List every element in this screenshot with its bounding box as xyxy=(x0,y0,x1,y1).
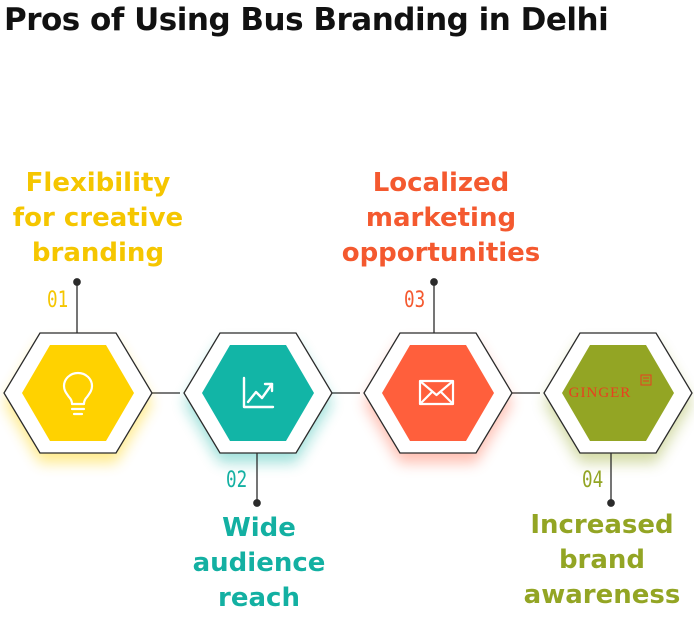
step-label-line: for creative xyxy=(12,203,184,233)
step-label-line: marketing xyxy=(365,203,517,233)
step-2-hexagon xyxy=(183,332,333,463)
step-1-hexagon xyxy=(3,332,153,463)
step-label-line: awareness xyxy=(523,580,681,610)
page-title: Pros of Using Bus Branding in Delhi xyxy=(4,2,609,38)
step-label-line: reach xyxy=(218,583,300,613)
leader-line-04 xyxy=(607,453,615,507)
leader-line-02 xyxy=(253,453,261,507)
step-label-02: Wide audience reach xyxy=(164,511,354,616)
step-number-02: 02 xyxy=(226,468,248,493)
ginger-logo: GINGER xyxy=(569,374,652,401)
step-label-01: Flexibility for creative branding xyxy=(0,166,196,271)
step-number-03: 03 xyxy=(404,288,426,313)
step-label-line: Increased xyxy=(530,510,674,540)
step-label-03: Localized marketing opportunities xyxy=(326,166,556,271)
step-number-04: 04 xyxy=(582,468,604,493)
step-3-hexagon xyxy=(363,332,513,463)
envelope-icon xyxy=(418,379,455,406)
step-number-01: 01 xyxy=(47,288,69,313)
leader-line-03 xyxy=(430,278,438,333)
step-label-line: opportunities xyxy=(341,238,541,268)
step-label-line: brand xyxy=(558,545,646,575)
leader-line-01 xyxy=(73,278,81,333)
step-label-line: audience xyxy=(192,548,326,578)
step-4-hexagon: GINGER xyxy=(543,332,693,463)
step-label-04: Increased brand awareness xyxy=(510,508,694,613)
chart-growth-icon xyxy=(242,376,275,409)
svg-text:GINGER: GINGER xyxy=(569,385,632,401)
step-label-line: Wide xyxy=(222,513,296,543)
step-label-line: Flexibility xyxy=(25,168,171,198)
step-label-line: branding xyxy=(31,238,165,268)
step-label-line: Localized xyxy=(372,168,510,198)
lightbulb-icon xyxy=(62,371,94,416)
